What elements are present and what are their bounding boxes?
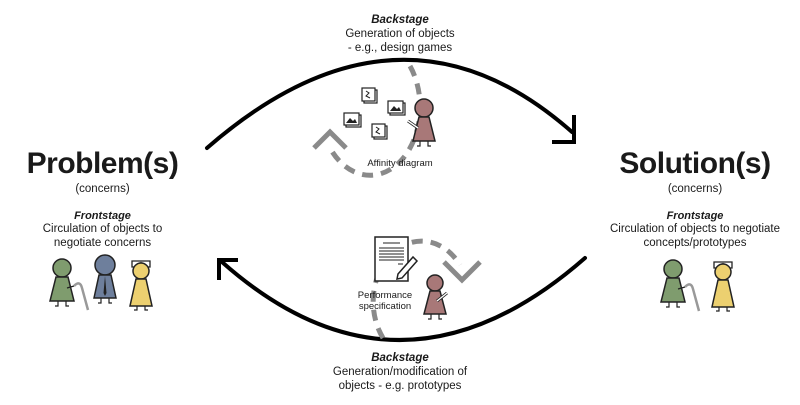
problem-frontstage-title: Frontstage	[74, 209, 131, 222]
solution-frontstage-line1: Circulation of objects to negotiate	[609, 222, 781, 235]
performance-label-line2: specification	[358, 301, 412, 313]
sketch-card-icon	[361, 87, 378, 104]
bottom-backstage-title: Backstage	[371, 352, 429, 364]
nurse-person-icon	[711, 261, 735, 312]
top-backstage-line1: Generation of objects	[345, 27, 455, 40]
designer-person-icon	[423, 274, 448, 320]
nurse-person-icon	[129, 260, 153, 311]
cane-icon	[73, 282, 90, 311]
problem-title: Problem(s)	[26, 147, 179, 180]
designer-person-icon	[407, 98, 436, 147]
top-loop-chevron-icon	[312, 128, 348, 150]
problem-frontstage-line2: negotiate concerns	[53, 236, 152, 249]
top-arrowhead-icon	[552, 115, 576, 144]
solution-subtitle: (concerns)	[667, 183, 723, 195]
elder-person-icon	[49, 258, 90, 311]
top-dashed-loop	[327, 64, 423, 178]
bottom-backstage-block: Backstage Generation/modification of obj…	[290, 352, 510, 393]
top-arc-arrow	[205, 57, 574, 150]
problem-subtitle: (concerns)	[75, 183, 130, 195]
businessman-person-icon	[93, 254, 117, 304]
top-backstage-title: Backstage	[371, 14, 429, 26]
problem-frontstage-line1: Circulation of objects to	[42, 222, 163, 235]
solution-frontstage-title: Frontstage	[666, 209, 724, 222]
photo-card-icon	[343, 112, 362, 128]
top-backstage-line2: - e.g., design games	[347, 41, 453, 54]
solution-block: Solution(s) (concerns) Frontstage Circul…	[590, 146, 800, 251]
sketch-card-icon	[371, 123, 388, 140]
top-backstage-block: Backstage Generation of objects - e.g., …	[300, 14, 500, 55]
elder-person-icon	[660, 259, 701, 312]
bottom-backstage-line2: objects - e.g. prototypes	[338, 379, 462, 392]
document-pencil-icon	[374, 236, 419, 282]
problem-block: Problem(s) (concerns) Frontstage Circula…	[0, 146, 205, 251]
solution-title: Solution(s)	[619, 147, 771, 180]
performance-label-line1: Performance	[357, 290, 413, 301]
solution-frontstage-line2: concepts/prototypes	[643, 236, 747, 249]
bottom-dashed-loop	[370, 238, 463, 340]
cane-icon	[684, 283, 701, 312]
performance-specification-label: Performance specification	[345, 290, 425, 313]
bottom-backstage-line1: Generation/modification of	[332, 365, 468, 378]
affinity-diagram-label: Affinity diagram	[367, 158, 433, 169]
bottom-arc-arrow	[220, 256, 587, 342]
photo-card-icon	[387, 100, 406, 116]
bottom-arrowhead-icon	[217, 258, 238, 280]
bottom-loop-chevron-icon	[442, 260, 482, 284]
